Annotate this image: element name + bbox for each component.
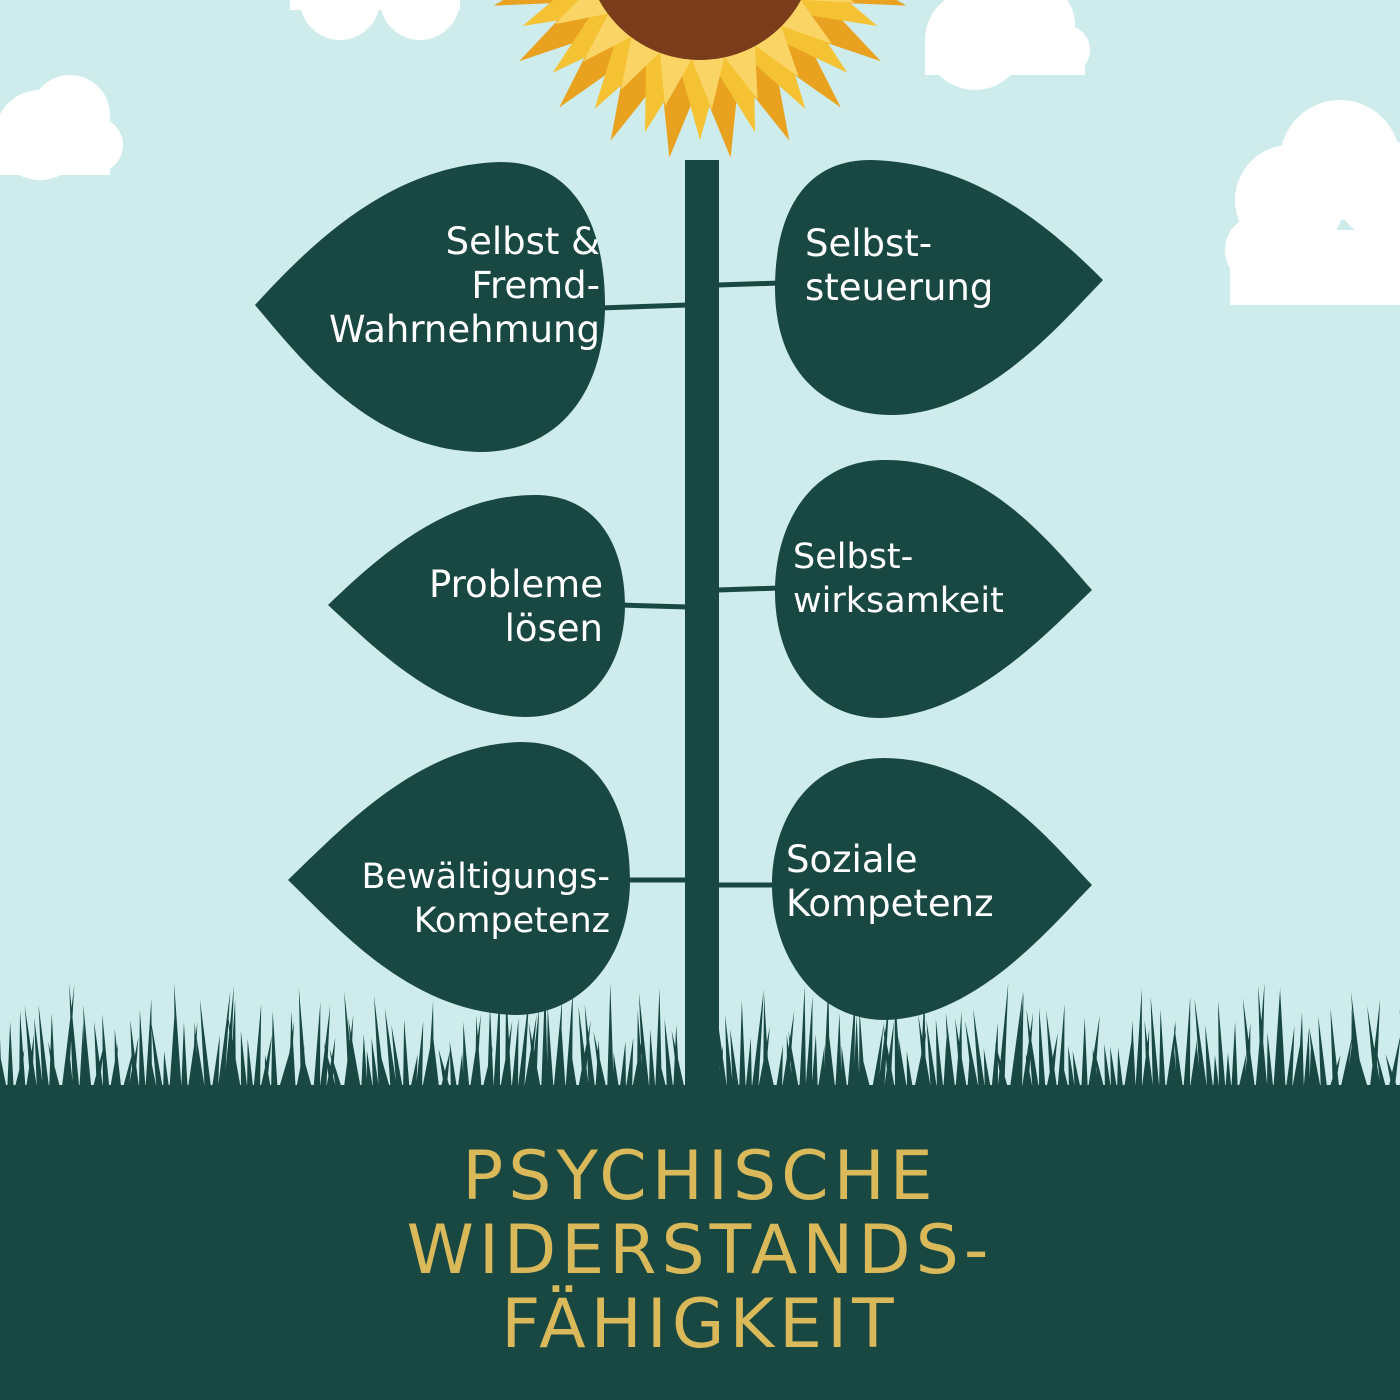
grass-icon [0,982,1400,1095]
flower-center [599,0,801,60]
ground [0,1085,1400,1400]
cloud-icon [290,0,460,40]
cloud-icon [1225,100,1400,305]
label-selbststeuerung: Selbst- steuerung [805,222,994,309]
label-selbst-fremd-wahrnehmung: Selbst & Fremd- Wahrnehmung [329,220,600,351]
label-probleme-loesen: Probleme lösen [428,563,603,650]
leaf-selbststeuerung [717,160,1103,416]
cloud-icon [925,0,1090,90]
petal [803,0,855,3]
grass-blades [0,982,1400,1095]
leaf-probleme-loesen [328,495,689,717]
main-title: PSYCHISCHE WIDERSTANDS- FÄHIGKEIT [406,1137,994,1364]
leaf-selbstwirksamkeit [717,460,1092,718]
label-selbstwirksamkeit: Selbst- wirksamkeit [793,537,1004,621]
leaf-soziale-kompetenz [718,758,1092,1020]
leaf-bewaeltigungskompetenz [288,742,688,1015]
label-bewaeltigungskompetenz: Bewältigungs- Kompetenz [361,857,610,941]
label-soziale-kompetenz: Soziale Kompetenz [786,838,994,925]
plant-stem [685,160,719,1120]
sunflower-icon [493,0,907,158]
cloud-icon [0,75,123,180]
leaf-selbst-fremd-wahrnehmung [255,162,689,452]
